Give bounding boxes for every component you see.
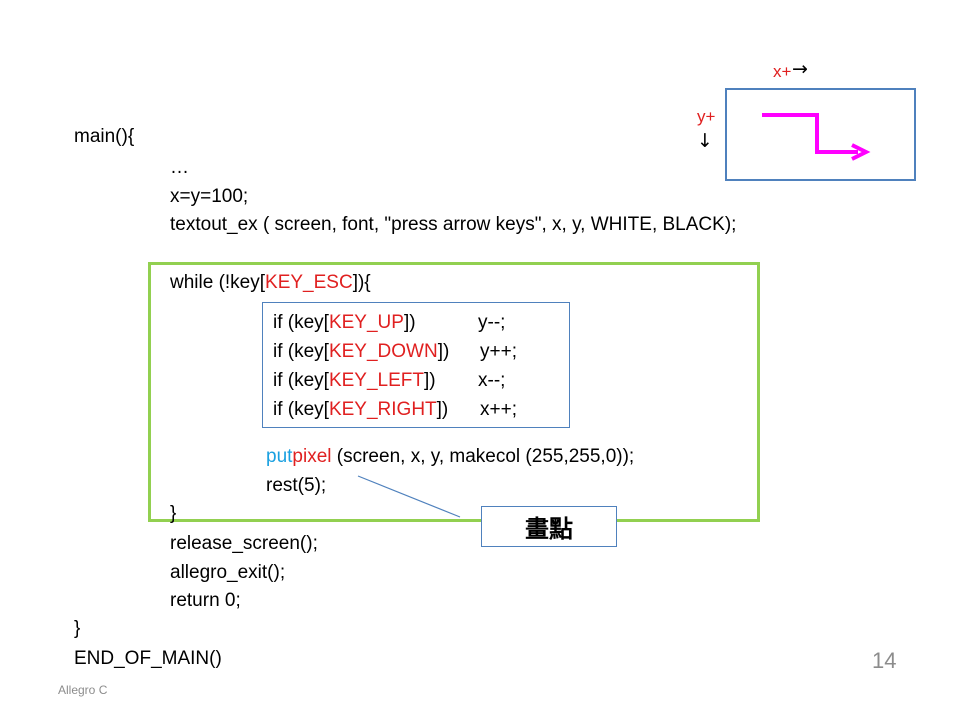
- code-line-exit: allegro_exit();: [170, 562, 286, 583]
- x-axis-label: x+: [773, 62, 791, 82]
- if-key: KEY_UP: [328, 312, 404, 333]
- code-action-right: x++;: [480, 399, 517, 420]
- code-line-textout: textout_ex ( screen, font, "press arrow …: [170, 214, 737, 235]
- footer-text: Allegro C: [58, 683, 108, 697]
- code-action-down: y++;: [480, 341, 517, 362]
- code-line-main-open: main(){: [74, 126, 135, 147]
- y-axis-label: y+: [697, 107, 715, 127]
- while-loop-highlight-box: [148, 262, 760, 522]
- if-prefix: if (key[: [273, 370, 329, 391]
- code-line-close-main: }: [74, 618, 81, 639]
- if-suffix: ]): [424, 370, 436, 391]
- x-label-text: x+: [773, 62, 792, 81]
- code-line-putpixel: putpixel (screen, x, y, makecol (255,255…: [266, 447, 634, 466]
- code-line-if-up: if (key[KEY_UP]): [273, 313, 416, 332]
- while-suffix: ]){: [352, 272, 371, 293]
- while-key: KEY_ESC: [265, 272, 353, 293]
- page-number: 14: [872, 648, 897, 673]
- movement-path-line: [762, 113, 858, 154]
- if-key: KEY_LEFT: [328, 370, 424, 391]
- code-line-release: release_screen();: [170, 533, 318, 554]
- while-prefix: while (!key[: [170, 272, 266, 293]
- putpixel-put: put: [266, 446, 293, 467]
- arrow-key-conditions-box: [262, 302, 570, 428]
- code-line-while: while (!key[KEY_ESC]){: [170, 273, 371, 292]
- if-prefix: if (key[: [273, 312, 329, 333]
- code-line-return: return 0;: [170, 590, 241, 611]
- right-arrow-icon: →: [792, 58, 808, 80]
- putpixel-args: (screen, x, y, makecol (255,255,0));: [331, 446, 635, 467]
- if-key: KEY_DOWN: [328, 341, 438, 362]
- y-label-text: y+: [697, 107, 716, 126]
- code-line-assign: x=y=100;: [170, 186, 249, 207]
- if-prefix: if (key[: [273, 399, 329, 420]
- down-arrow-icon: ↓: [697, 130, 713, 152]
- code-action-left: x--;: [478, 370, 506, 391]
- code-line-rest: rest(5);: [266, 475, 327, 496]
- code-line-ellipsis: …: [170, 157, 189, 178]
- if-prefix: if (key[: [273, 341, 329, 362]
- code-line-close-while: }: [170, 503, 177, 524]
- if-suffix: ]): [437, 341, 450, 362]
- code-line-if-left: if (key[KEY_LEFT]): [273, 371, 436, 390]
- code-action-up: y--;: [478, 312, 506, 333]
- if-suffix: ]): [436, 399, 449, 420]
- code-line-if-right: if (key[KEY_RIGHT]): [273, 400, 448, 419]
- draw-point-callout: 畫點: [481, 506, 617, 547]
- code-line-end-of-main: END_OF_MAIN(): [74, 648, 222, 669]
- movement-path-arrowhead: [851, 143, 871, 161]
- code-line-if-down: if (key[KEY_DOWN]): [273, 342, 449, 361]
- if-key: KEY_RIGHT: [328, 399, 437, 420]
- putpixel-pixel: pixel: [292, 446, 332, 467]
- if-suffix: ]): [403, 312, 416, 333]
- callout-pointer-line: [357, 475, 461, 518]
- coordinate-diagram-box: [725, 88, 916, 181]
